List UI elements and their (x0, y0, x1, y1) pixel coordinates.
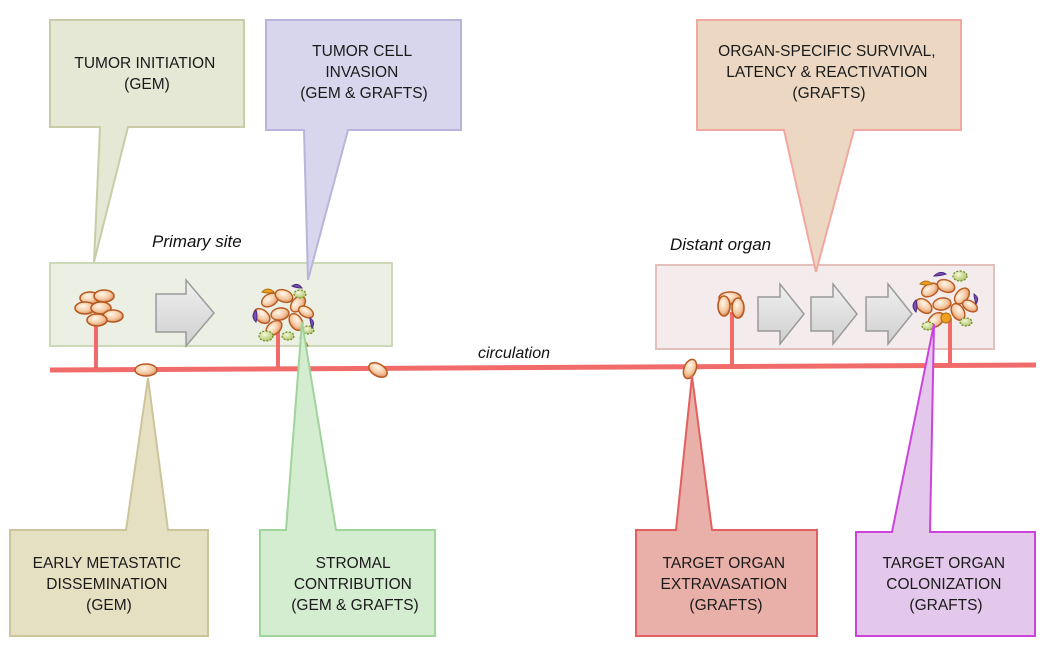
extravasating-cell (682, 358, 698, 380)
callout-text: TARGET ORGAN COLONIZATION (GRAFTS) (883, 555, 1010, 614)
primary-site-label: Primary site (152, 232, 242, 251)
callout-text: TUMOR INITIATION (GEM) (74, 55, 219, 93)
callout-text: EARLY METASTATIC DISSEMINATION (GEM) (33, 555, 186, 614)
callout-text: TUMOR CELL INVASION (GEM & GRAFTS) (300, 43, 427, 102)
invasive-tumor-mass (252, 283, 315, 347)
callout-text: TARGET ORGAN EXTRAVASATION (GRAFTS) (661, 555, 792, 614)
circulating-cell (134, 363, 158, 377)
progression-arrow (757, 281, 805, 347)
progression-arrow (810, 281, 858, 347)
progression-arrow (865, 281, 913, 347)
seeded-cells (717, 291, 745, 319)
callout-text: STROMAL CONTRIBUTION (GEM & GRAFTS) (291, 555, 418, 614)
circulating-cell (368, 362, 388, 378)
callout-text: ORGAN-SPECIFIC SURVIVAL, LATENCY & REACT… (718, 43, 940, 102)
progression-arrow (155, 277, 215, 349)
callout-tumor-initiation: TUMOR INITIATION (GEM) (49, 19, 245, 263)
callout-early-dissemination: EARLY METASTATIC DISSEMINATION (GEM) (9, 377, 209, 637)
circulation-label: circulation (478, 345, 550, 362)
callout-organ-survival: ORGAN-SPECIFIC SURVIVAL, LATENCY & REACT… (696, 19, 962, 273)
callout-stromal-contribution: STROMAL CONTRIBUTION (GEM & GRAFTS) (259, 321, 436, 637)
initial-tumor-cells (74, 289, 124, 327)
callout-tumor-invasion: TUMOR CELL INVASION (GEM & GRAFTS) (265, 19, 462, 281)
callout-colonization: TARGET ORGAN COLONIZATION (GRAFTS) (855, 323, 1036, 637)
metastatic-colony (912, 270, 979, 331)
callout-extravasation: TARGET ORGAN EXTRAVASATION (GRAFTS) (635, 375, 818, 637)
distant-organ-label: Distant organ (670, 235, 771, 254)
